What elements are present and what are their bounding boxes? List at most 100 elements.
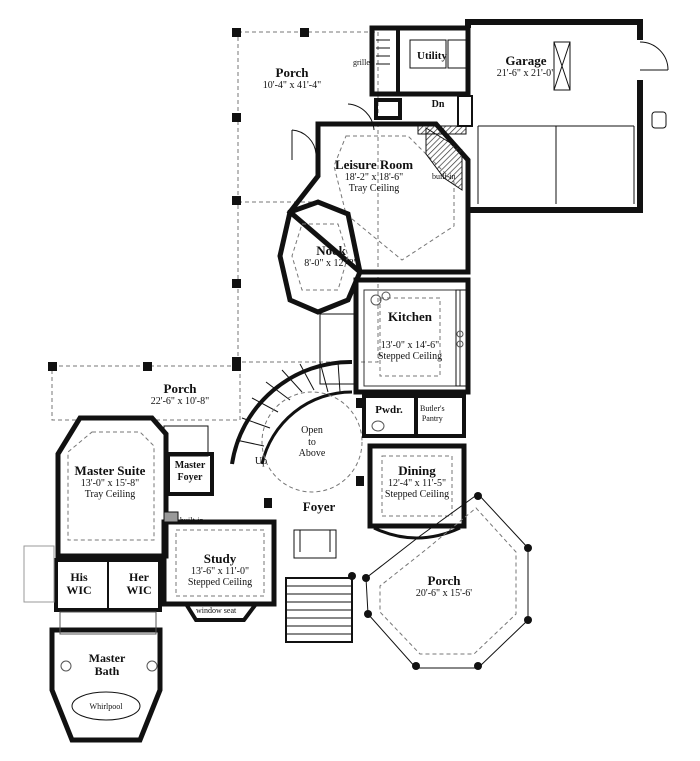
butlers-pantry-walls (414, 394, 466, 438)
room-name: Master (174, 460, 206, 471)
room-name: Porch (275, 65, 309, 80)
room-name: Her (129, 570, 149, 584)
window-seat-label: window seat (196, 606, 237, 615)
master-tray-ceiling (67, 431, 155, 541)
study-walls (161, 519, 277, 607)
room-ceiling: Stepped Ceiling (377, 351, 443, 363)
room-ceiling: Tray Ceiling (348, 183, 400, 195)
room-leisure: Leisure Room 18'-2" x 18'-6" Tray Ceilin… (330, 157, 418, 195)
room-utility: Utility (417, 50, 447, 62)
utility-walls (369, 25, 471, 120)
study-builtin (163, 511, 179, 523)
room-dims: 8'-0" x 12'-8" (304, 258, 358, 270)
room-garage: Garage 21'-6" x 21'-0" (478, 53, 574, 80)
entry-steps (285, 577, 353, 643)
bath-vanity (59, 611, 157, 635)
room-master-suite: Master Suite 13'-0" x 15'-8" Tray Ceilin… (70, 463, 150, 501)
room-master-foyer: Master Foyer (170, 460, 210, 483)
nook-walls (277, 199, 363, 315)
room-master-bath: Master Bath (84, 651, 130, 679)
room-name: Butler's (420, 404, 445, 413)
dn-label: Dn (431, 99, 445, 110)
master-bath-walls (49, 627, 163, 743)
leisure-tray-ceiling (333, 135, 455, 261)
room-his-wic: His WIC (62, 570, 96, 598)
room-dims: 20'-6" x 15'-6' (415, 588, 473, 600)
room-dims: 22'-6" x 10'-8" (150, 396, 210, 408)
porch-right-columns (348, 492, 532, 670)
room-extra: Foyer (177, 471, 203, 483)
grille-label: grille (353, 58, 370, 67)
open-to-above-circle (261, 391, 363, 493)
kitchen-island (319, 313, 355, 385)
room-butlers-pantry: Butler's Pantry (420, 404, 445, 425)
room-ceiling: Stepped Ceiling (187, 577, 253, 589)
room-dims: 10'-4" x 41'-4" (262, 80, 322, 92)
room-name: Dining (398, 463, 436, 478)
dn-stair (457, 95, 473, 127)
room-pwdr: Pwdr. (375, 404, 403, 416)
garage-walls (465, 19, 669, 213)
whirlpool-tub (71, 691, 141, 721)
room-study: Study 13'-6" x 11'-0" Stepped Ceiling (178, 551, 262, 589)
builtin-study-label: built-in (180, 516, 204, 525)
room-name: Leisure Room (334, 157, 414, 172)
leisure-door-swing (291, 129, 317, 160)
open-to-above-label: Open to Above (298, 425, 326, 459)
builtin-leisure-label: built-in (432, 172, 456, 181)
leisure-builtin-hatch (425, 127, 463, 191)
kitchen-walls (353, 277, 471, 395)
kitchen-stepped-ceiling (379, 297, 441, 377)
kitchen-counter-right (455, 289, 467, 387)
master-foyer-walls (166, 452, 214, 496)
room-name: Nook (316, 243, 346, 258)
cooktop (456, 330, 464, 348)
stair-outer-curve (230, 359, 353, 465)
room-dims: 13'-6" x 11'-0" (190, 566, 250, 578)
kitchen-sink (370, 291, 391, 306)
whirlpool-label: Whirlpool (89, 702, 123, 711)
room-dims: 12'-4" x 11'-5" (387, 478, 447, 490)
porch-left-columns (48, 362, 241, 371)
room-her-wic: Her WIC (122, 570, 156, 598)
entry-door (293, 529, 337, 559)
room-dims: 21'-6" x 21'-0" (496, 68, 556, 80)
room-name: Kitchen (387, 309, 433, 324)
room-extra: WIC (126, 583, 152, 598)
stair-inner-curve (260, 390, 353, 465)
room-extra: Bath (94, 664, 120, 679)
room-porch-left: Porch 22'-6" x 10'-8" (140, 381, 220, 408)
room-name: Master (88, 651, 126, 665)
room-extra: WIC (66, 583, 92, 598)
room-ceiling: Stepped Ceiling (384, 489, 450, 501)
nook-ceiling (291, 223, 349, 291)
room-name: Master Suite (74, 463, 146, 478)
room-dims: 13'-0" x 15'-8" (80, 478, 140, 490)
room-nook: Nook 8'-0" x 12'-8" (296, 243, 366, 270)
room-porch-right: Porch 20'-6" x 15'-6' (402, 573, 486, 600)
room-name: Porch (427, 573, 461, 588)
room-porch-top: Porch 10'-4" x 41'-4" (252, 65, 332, 92)
porch-top-columns (232, 28, 309, 366)
leisure-room-walls (286, 121, 471, 275)
room-name: Study (203, 551, 237, 566)
wic-exterior-bump (23, 545, 55, 603)
room-name: Garage (505, 53, 547, 68)
kitchen-counter-outline (363, 289, 461, 387)
room-ceiling: Tray Ceiling (84, 489, 136, 501)
dining-stepped-ceiling (381, 455, 453, 517)
room-extra: Pantry (421, 414, 443, 424)
study-stepped-ceiling (175, 529, 265, 597)
room-dims: 18'-2" x 18'-6" (344, 172, 404, 184)
room-name: Porch (163, 381, 197, 396)
room-dining: Dining 12'-4" x 11'-5" Stepped Ceiling (376, 463, 458, 501)
stair-up-label: Up (254, 456, 268, 467)
room-kitchen: Kitchen 13'-0" x 14'-6" Stepped Ceiling (370, 309, 450, 363)
room-name: His (70, 570, 88, 584)
dining-walls (367, 443, 467, 529)
master-double-door (163, 425, 209, 457)
room-dims: 13'-0" x 14'-6" (380, 340, 440, 352)
porch-right-inner (379, 507, 517, 655)
